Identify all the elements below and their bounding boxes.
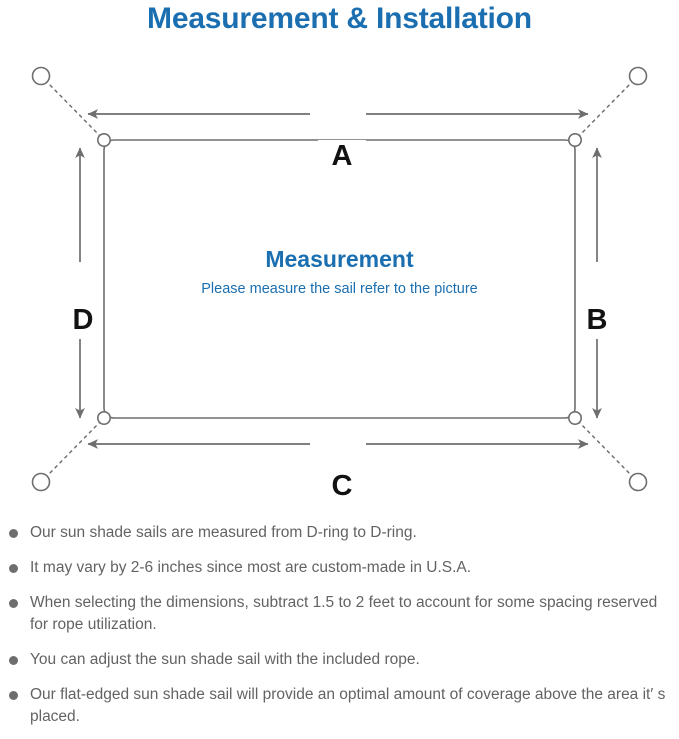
sail-body: [103, 139, 576, 419]
page-title: Measurement & Installation: [147, 2, 532, 35]
d-ring-bottom-right-icon: [567, 410, 582, 425]
notes-list: Our sun shade sails are measured from D-…: [0, 522, 679, 728]
list-item: It may vary by 2-6 inches since most are…: [0, 557, 679, 579]
d-ring-top-right-icon: [567, 133, 582, 148]
bullet-icon: [9, 656, 18, 665]
bullet-icon: [9, 599, 18, 608]
anchor-top-right-icon: [628, 66, 648, 86]
note-text: When selecting the dimensions, subtract …: [30, 594, 658, 633]
dimension-label-a: A: [318, 140, 366, 173]
d-ring-top-left-icon: [97, 133, 112, 148]
rope-line-top-left: [47, 82, 102, 138]
anchor-bottom-left-icon: [31, 472, 51, 492]
dimension-label-d: D: [64, 302, 102, 339]
note-text: It may vary by 2-6 inches since most are…: [30, 559, 472, 576]
bullet-icon: [9, 691, 18, 700]
note-text: Our flat-edged sun shade sail will provi…: [30, 686, 666, 725]
list-item: Our flat-edged sun shade sail will provi…: [0, 684, 679, 728]
anchor-bottom-right-icon: [628, 472, 648, 492]
note-text: You can adjust the sun shade sail with t…: [30, 651, 420, 668]
sail-measurement-diagram: Measurement Please measure the sail refe…: [0, 44, 679, 514]
dimension-label-c: C: [318, 470, 366, 503]
dimension-label-b: B: [578, 302, 616, 339]
rope-line-bottom-left: [47, 420, 102, 476]
list-item: You can adjust the sun shade sail with t…: [0, 649, 679, 671]
rope-line-bottom-right: [577, 420, 632, 476]
anchor-top-left-icon: [31, 66, 51, 86]
bullet-icon: [9, 529, 18, 538]
note-text: Our sun shade sails are measured from D-…: [30, 524, 417, 541]
list-item: When selecting the dimensions, subtract …: [0, 592, 679, 636]
bullet-icon: [9, 564, 18, 573]
d-ring-bottom-left-icon: [97, 410, 112, 425]
rope-line-top-right: [577, 82, 632, 138]
list-item: Our sun shade sails are measured from D-…: [0, 522, 679, 544]
